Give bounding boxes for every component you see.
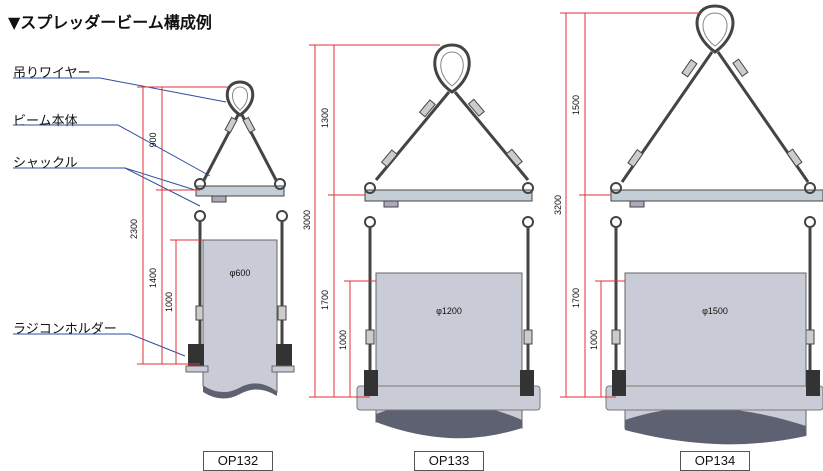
- op134-dim-pipe: 1000: [589, 330, 599, 350]
- leader-wire: [13, 77, 227, 103]
- op134-dim-lower: 1700: [571, 288, 581, 308]
- op132-diameter: φ600: [230, 268, 251, 278]
- model-label-op132: OP132: [203, 451, 273, 471]
- leader-shackle-1: [13, 167, 196, 191]
- op132-dim-upper: 900: [148, 132, 158, 147]
- leader-holder: [13, 333, 186, 357]
- op134-dim-total: 3200: [553, 195, 563, 215]
- op134-assembly: [605, 4, 823, 445]
- page-title: ▼スプレッダービーム構成例: [8, 13, 212, 32]
- op133-dim-pipe: 1000: [338, 330, 348, 350]
- diameter-labels: φ600 φ1200 φ1500: [230, 268, 728, 316]
- op133-diameter: φ1200: [436, 306, 462, 316]
- callout-shackle: シャックル: [13, 156, 78, 171]
- model-label-op133: OP133: [414, 451, 484, 471]
- op132-dim-pipe: 1000: [164, 292, 174, 312]
- model-label-op134: OP134: [680, 451, 750, 471]
- op133-assembly: [356, 43, 541, 439]
- op133-dim-total: 3000: [302, 210, 312, 230]
- leader-lines: [13, 77, 227, 357]
- dimension-labels: 2300 900 1400 1000 3000 1300 1700 1000 3…: [129, 95, 599, 350]
- leader-beam: [13, 124, 211, 177]
- callout-holder: ラジコンホルダー: [13, 322, 117, 337]
- op134-dim-upper: 1500: [571, 95, 581, 115]
- dimension-lines: [137, 12, 700, 398]
- op133-dim-upper: 1300: [320, 108, 330, 128]
- callout-wire: 吊りワイヤー: [13, 66, 91, 81]
- op133-dim-lower: 1700: [320, 290, 330, 310]
- op132-dim-total: 2300: [129, 219, 139, 239]
- op132-dim-lower: 1400: [148, 268, 158, 288]
- op134-diameter: φ1500: [702, 306, 728, 316]
